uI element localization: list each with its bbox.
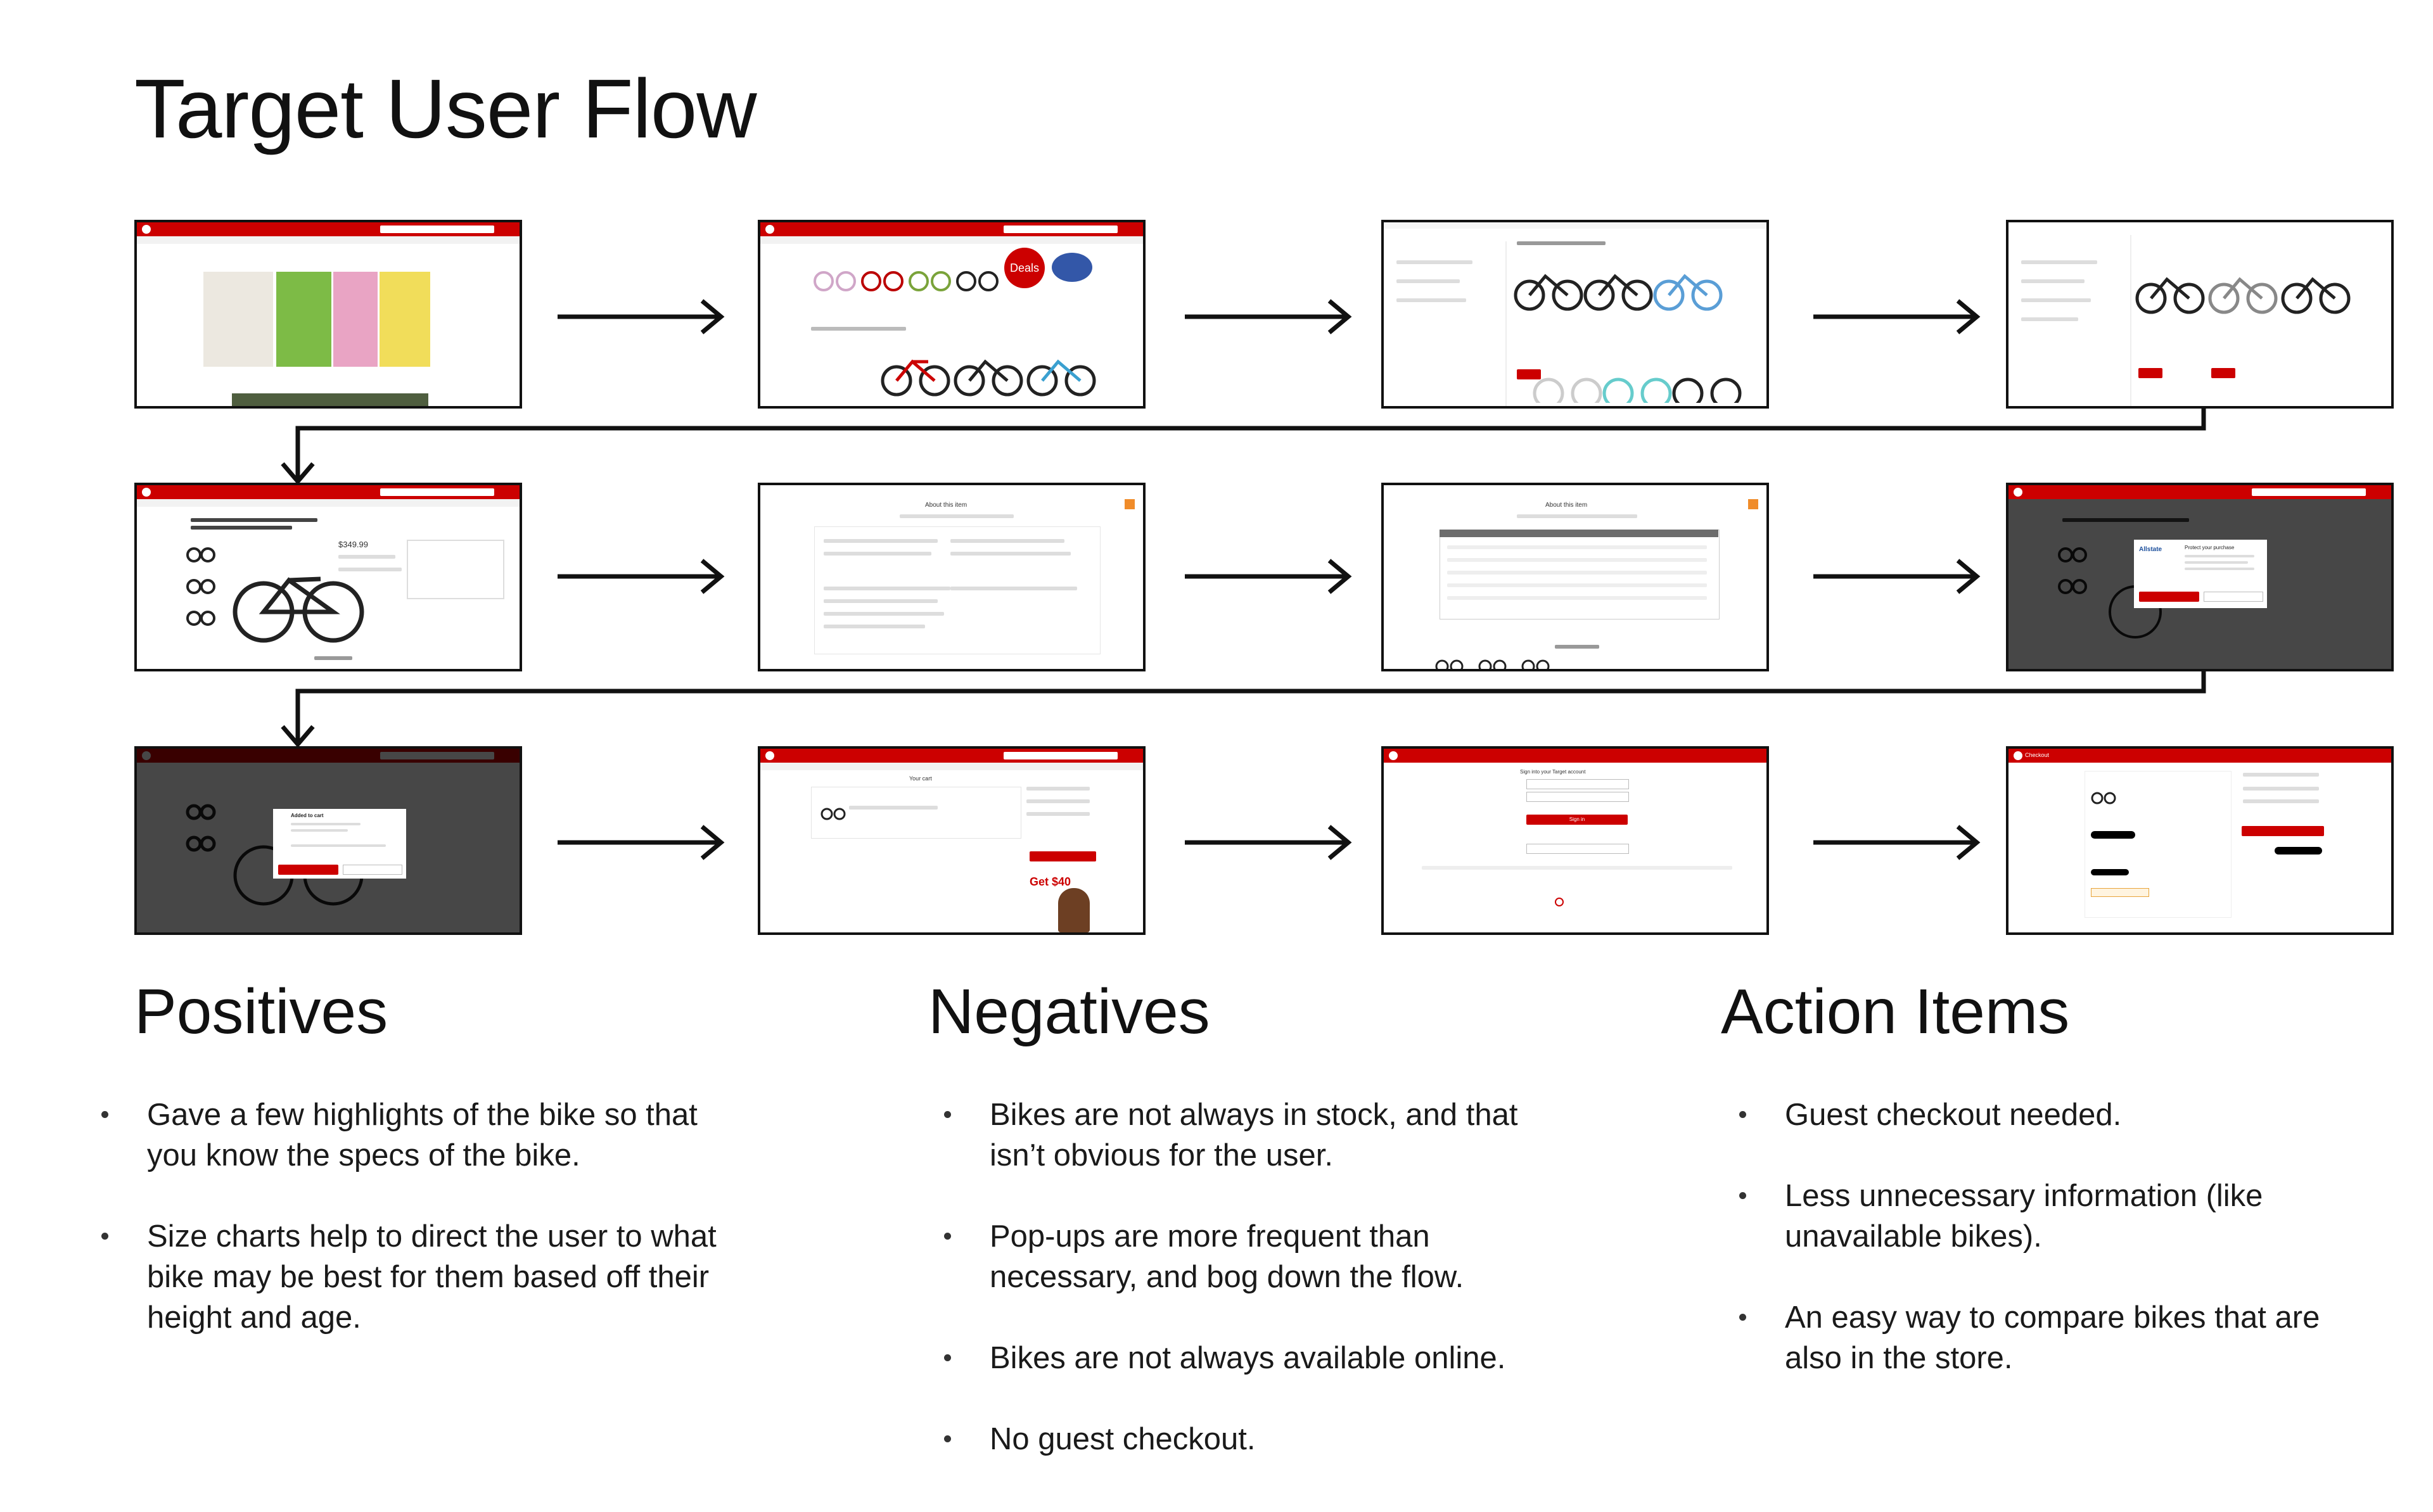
screen-product-page: $349.99 (134, 483, 522, 671)
screen-cart: Your cart Get $40 (758, 746, 1146, 935)
sign-in-button: Sign in (1526, 815, 1628, 825)
allstate-logo: Allstate (2139, 546, 2162, 553)
screen-size-chart: About this item (1381, 483, 1769, 671)
screen-sign-in: Sign into your Target account Sign in (1381, 746, 1769, 935)
action-items-list: Guest checkout needed. Less unnecessary … (1739, 1095, 2341, 1419)
flow-connector (281, 408, 2206, 485)
arrow-right-icon (1185, 559, 1352, 594)
about-heading: About this item (925, 502, 967, 509)
list-item: An easy way to compare bikes that are al… (1739, 1297, 2341, 1378)
screen-protection-popup: Allstate Protect your purchase (2006, 483, 2394, 671)
about-heading: About this item (1545, 502, 1588, 509)
list-item: Guest checkout needed. (1739, 1095, 2341, 1135)
promo-text: Get $40 (1030, 875, 1071, 888)
list-item: Size charts help to direct the user to w… (101, 1216, 735, 1338)
screen-filtered-results (2006, 220, 2394, 409)
arrow-right-icon (1185, 825, 1352, 860)
screen-about-item: About this item (758, 483, 1146, 671)
screen-added-to-cart: Added to cart (134, 746, 522, 935)
added-to-cart-modal: Added to cart (273, 809, 406, 879)
list-item: Bikes are not always available online. (944, 1338, 1578, 1378)
product-price: $349.99 (338, 540, 368, 549)
screen-bikes-category: Deals (758, 220, 1146, 409)
action-items-heading: Action Items (1721, 976, 2070, 1047)
checkout-heading: Checkout (2025, 752, 2050, 758)
list-item: Less unnecessary information (like unava… (1739, 1176, 2341, 1257)
page-title: Target User Flow (134, 62, 757, 155)
list-item: Pop-ups are more frequent than necessary… (944, 1216, 1578, 1297)
arrow-right-icon (1185, 299, 1352, 334)
screen-checkout: Checkout (2006, 746, 2394, 935)
arrow-right-icon (558, 559, 725, 594)
positives-heading: Positives (134, 976, 388, 1047)
list-item: Gave a few highlights of the bike so tha… (101, 1095, 735, 1176)
negatives-heading: Negatives (928, 976, 1210, 1047)
positives-list: Gave a few highlights of the bike so tha… (101, 1095, 735, 1378)
arrow-right-icon (1813, 559, 1981, 594)
arrow-right-icon (558, 299, 725, 334)
protect-heading: Protect your purchase (2185, 545, 2235, 550)
protection-modal: Allstate Protect your purchase (2134, 540, 2267, 608)
screen-search-results (1381, 220, 1769, 409)
screen-home (134, 220, 522, 409)
added-heading: Added to cart (291, 813, 324, 818)
cart-heading: Your cart (909, 775, 932, 782)
negatives-list: Bikes are not always in stock, and that … (944, 1095, 1578, 1500)
flow-connector (281, 671, 2206, 748)
arrow-right-icon (558, 825, 725, 860)
list-item: No guest checkout. (944, 1419, 1578, 1459)
deals-badge: Deals (1004, 248, 1045, 288)
arrow-right-icon (1813, 299, 1981, 334)
list-item: Bikes are not always in stock, and that … (944, 1095, 1578, 1176)
sign-in-heading: Sign into your Target account (1520, 769, 1586, 775)
arrow-right-icon (1813, 825, 1981, 860)
